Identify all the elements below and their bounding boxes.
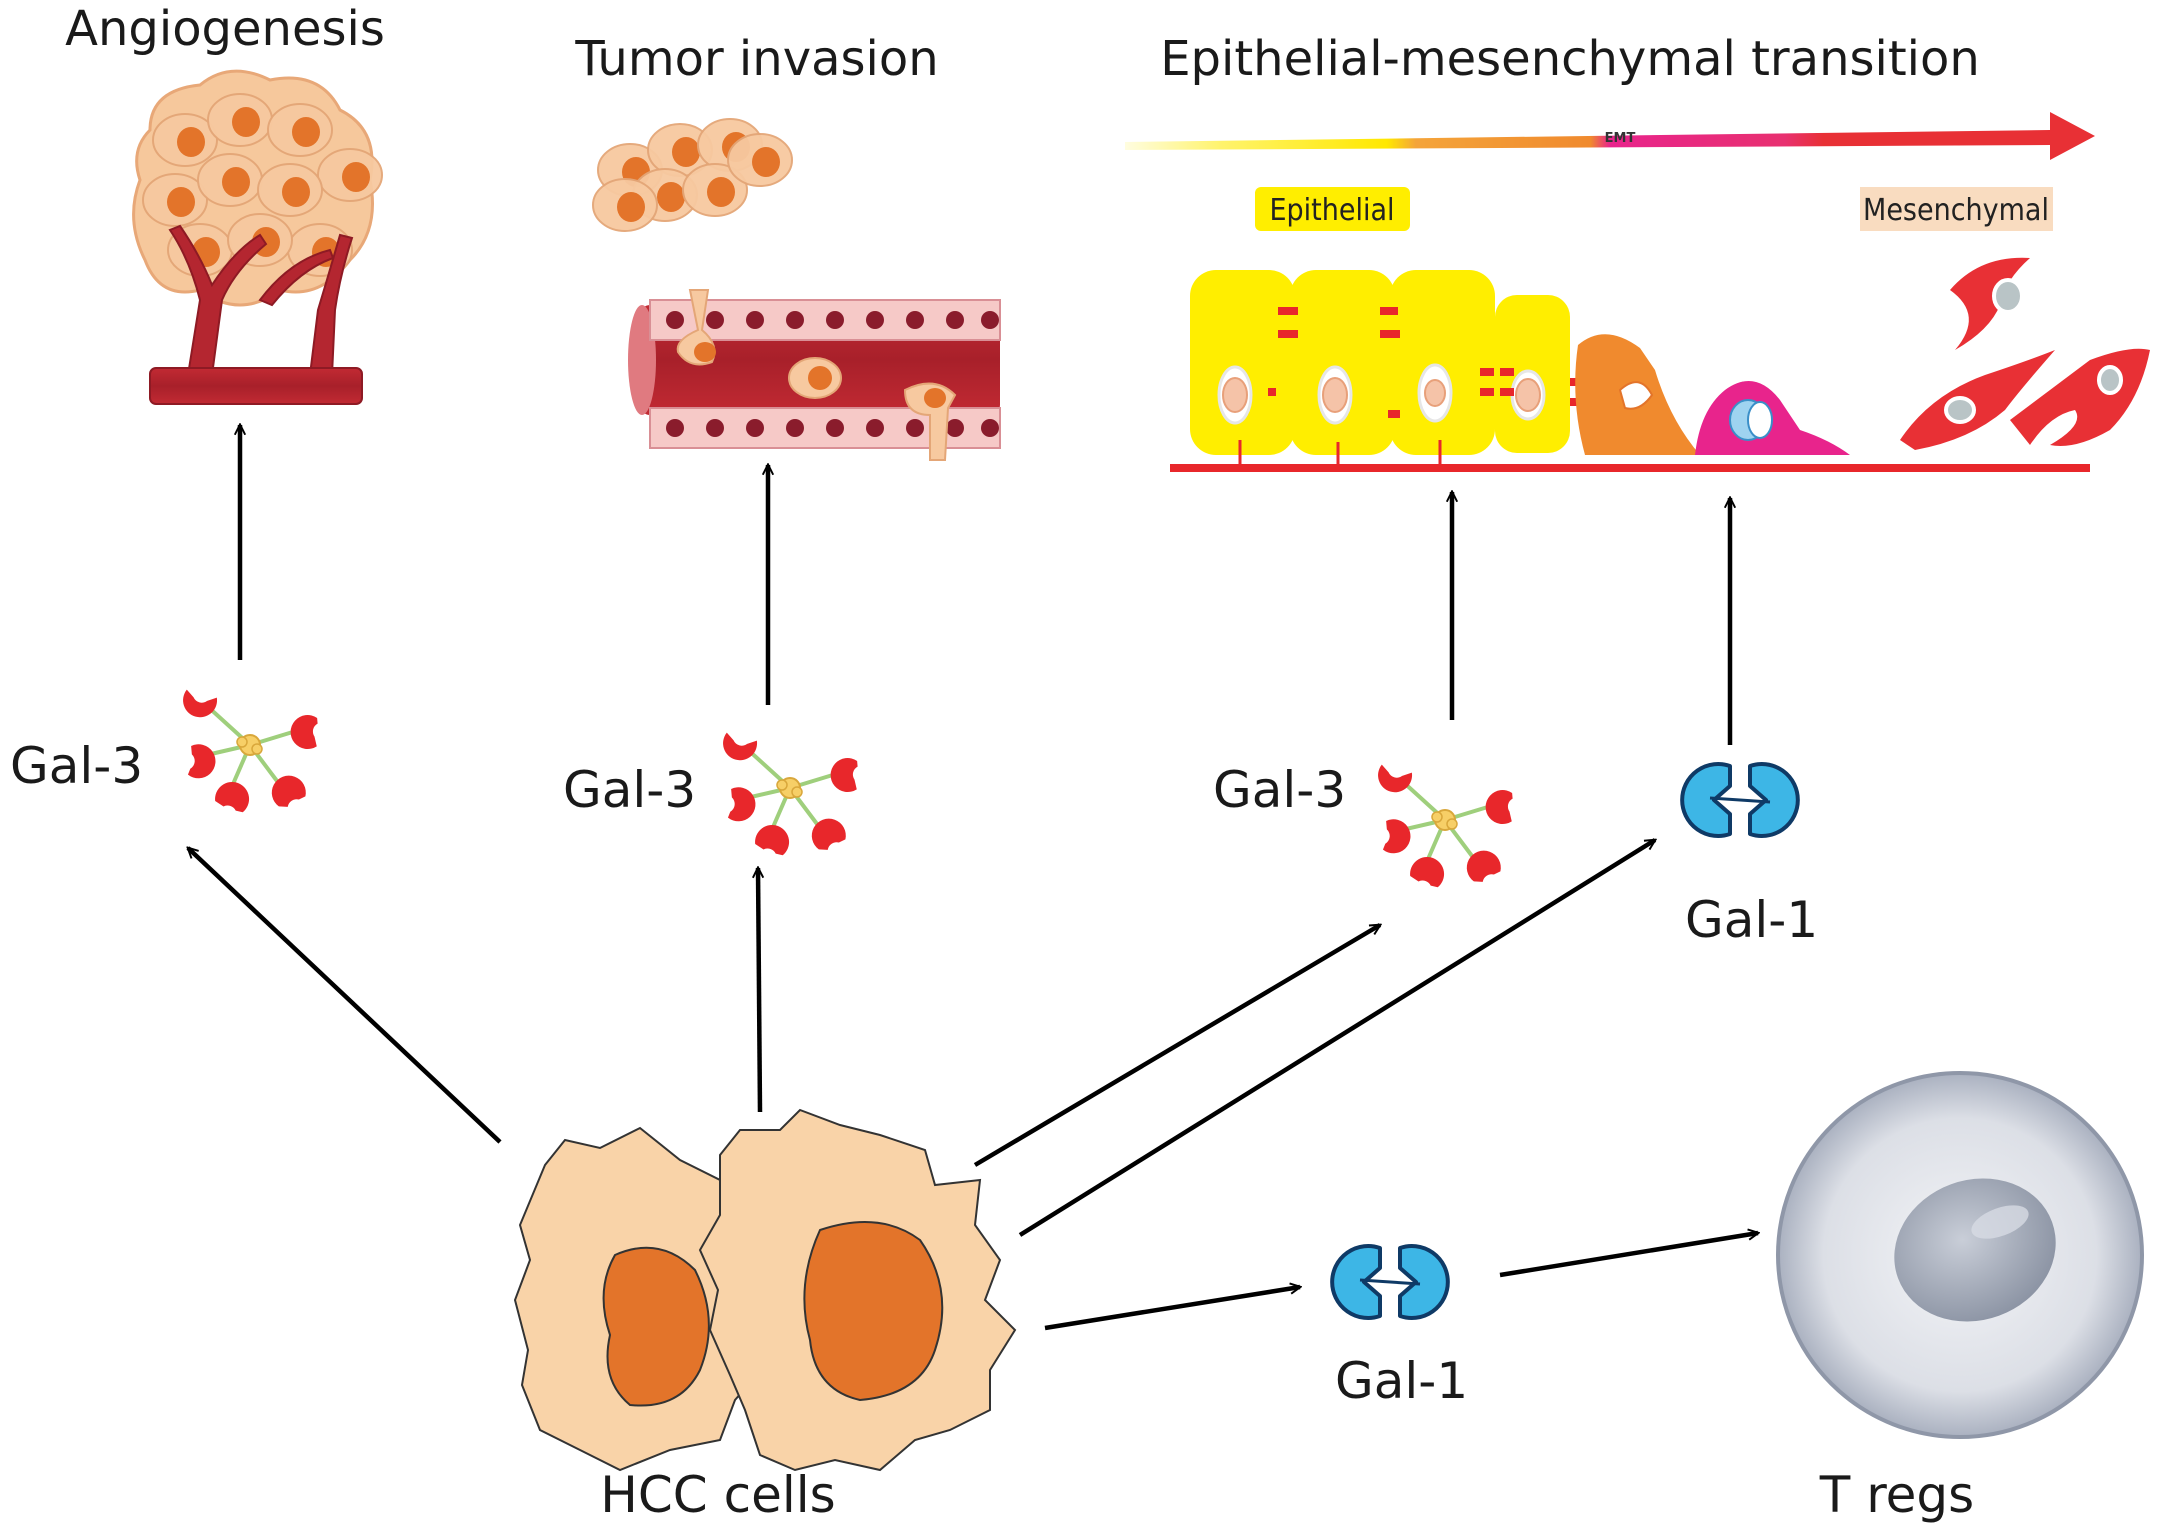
- tregs-label: T regs: [1819, 1466, 1974, 1524]
- epithelial-cells: [1190, 270, 1584, 455]
- mesenchymal-label: Mesenchymal: [1863, 193, 2049, 228]
- gal1-emt-label: Gal-1: [1685, 891, 1818, 949]
- gal3-invasion-icon: [713, 719, 873, 865]
- angiogenesis-tumor-mass: [132, 69, 383, 307]
- mesenchymal-badge: [1860, 187, 2053, 231]
- angiogenesis-illustration: [132, 69, 383, 405]
- gal3-angiogenesis-icon: [173, 676, 333, 822]
- epithelial-badge: [1255, 187, 1410, 231]
- angiogenesis-title: Angiogenesis: [65, 1, 385, 57]
- gal3-emt-label: Gal-3: [1213, 761, 1346, 819]
- treg-cell-illustration: [1776, 1071, 2144, 1439]
- gal1-treg-label: Gal-1: [1335, 1352, 1468, 1410]
- arrow-hcc-to-gal3-angio: [188, 848, 502, 1144]
- emt-title: Epithelial-mesenchymal transition: [1160, 31, 1980, 87]
- gal3-angiogenesis-label: Gal-3: [10, 737, 143, 795]
- tumor-invasion-illustration: [592, 118, 1001, 461]
- epithelial-label: Epithelial: [1269, 193, 1394, 228]
- arrow-hcc-to-gal1-treg: [1044, 1287, 1300, 1331]
- arrow-hcc-to-gal1-emt: [1018, 838, 1655, 1237]
- emt-illustration: EMT Epithelial Mesenchymal: [1125, 112, 2150, 472]
- gal1-treg-icon: [1330, 1244, 1450, 1320]
- invasion-vessel: [628, 289, 1001, 461]
- hcc-cells-illustration: [513, 1108, 1017, 1472]
- gal3-emt-icon: [1368, 751, 1528, 897]
- angiogenesis-vessels: [168, 224, 354, 376]
- invasion-cell-cluster: [592, 118, 793, 232]
- arrow-hcc-to-gal3-invasion: [758, 868, 760, 1113]
- gal1-emt-icon: [1680, 762, 1800, 838]
- hcc-cells-label: HCC cells: [600, 1466, 835, 1524]
- emt-bar-label: EMT: [1605, 131, 1636, 146]
- angiogenesis-base-vessel: [149, 367, 363, 405]
- emt-progression-arrow: EMT: [1125, 112, 2095, 160]
- pathway-arrows: [188, 425, 1758, 1331]
- tumor-invasion-title: Tumor invasion: [574, 31, 938, 87]
- arrow-gal1-to-treg: [1499, 1233, 1758, 1278]
- mesenchymal-cells: [1900, 257, 2150, 450]
- arrow-hcc-to-gal3-emt: [973, 923, 1380, 1167]
- gal3-invasion-label: Gal-3: [563, 761, 696, 819]
